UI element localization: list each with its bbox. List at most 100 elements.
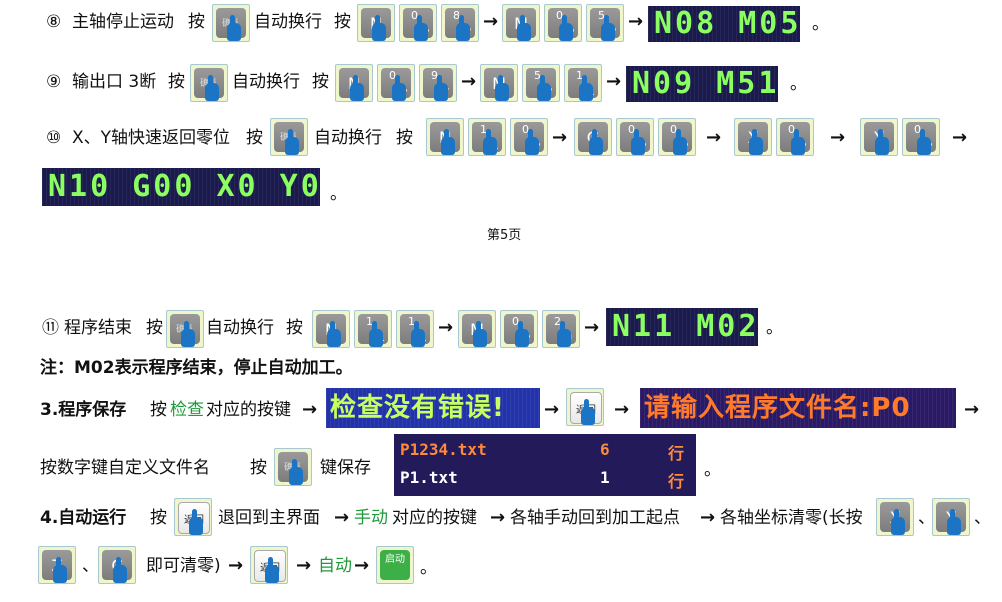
key-m[interactable]: M xyxy=(480,64,518,102)
key-5[interactable]: 5V xyxy=(522,64,560,102)
instruction-text: 对应的按键 xyxy=(206,400,291,420)
confirm-key[interactable]: 确认 xyxy=(212,4,250,42)
page-number: 第5页 xyxy=(487,228,522,243)
key-n[interactable]: N xyxy=(357,4,395,42)
key-1[interactable]: 1L xyxy=(564,64,602,102)
pointing-hand-icon xyxy=(369,321,383,347)
pointing-hand-icon xyxy=(113,557,127,583)
back-key[interactable]: 返回 xyxy=(174,498,212,536)
key-digit: 5 xyxy=(534,69,541,82)
step-number: ⑨ xyxy=(46,72,62,92)
key-1[interactable]: 1L xyxy=(354,310,392,348)
arrow-right-icon: → xyxy=(706,127,722,148)
confirm-key[interactable]: 确认 xyxy=(190,64,228,102)
key-1[interactable]: 1L xyxy=(396,310,434,348)
key-digit: 0 xyxy=(628,123,635,136)
key-0[interactable]: 0P xyxy=(544,4,582,42)
press-text: 按 xyxy=(250,458,267,478)
press-text: 按 xyxy=(286,318,303,338)
confirm-key[interactable]: 确认 xyxy=(166,310,204,348)
pointing-hand-icon xyxy=(189,509,203,535)
section-title: 3.程序保存 xyxy=(40,400,127,420)
file-line-unit: 行 xyxy=(668,444,685,463)
key-n[interactable]: N xyxy=(335,64,373,102)
press-text: 按 xyxy=(246,128,263,148)
file-line-unit: 行 xyxy=(668,472,685,491)
confirm-key[interactable]: 确认 xyxy=(274,448,312,486)
key-0[interactable]: 0P xyxy=(658,118,696,156)
pointing-hand-icon xyxy=(517,15,531,41)
key-n[interactable]: N xyxy=(426,118,464,156)
instruction-text: 退回到主界面 xyxy=(218,508,320,528)
key-g[interactable]: G xyxy=(574,118,612,156)
key-8[interactable]: 8W xyxy=(441,4,479,42)
pointing-hand-icon xyxy=(947,509,961,535)
instruction-text: 按数字键自定义文件名 xyxy=(40,458,210,478)
period: 。 xyxy=(790,74,807,94)
arrow-right-icon: → xyxy=(302,399,318,420)
key-0[interactable]: 0P xyxy=(776,118,814,156)
pointing-hand-icon xyxy=(181,321,195,347)
confirm-key[interactable]: 确认 xyxy=(270,118,308,156)
pointing-hand-icon xyxy=(495,75,509,101)
pointing-hand-icon xyxy=(350,75,364,101)
section-title: 4.自动运行 xyxy=(40,508,127,528)
back-key[interactable]: 返回 xyxy=(250,546,288,584)
key-5[interactable]: 5V xyxy=(586,4,624,42)
key-y[interactable]: Y xyxy=(932,498,970,536)
key-digit: 2 xyxy=(554,315,561,328)
key-0[interactable]: 0P xyxy=(510,118,548,156)
press-text: 按 xyxy=(312,72,329,92)
key-digit: 0 xyxy=(411,9,418,22)
pointing-hand-icon xyxy=(227,15,241,41)
start-key[interactable]: 启动 xyxy=(376,546,414,584)
key-0[interactable]: 0P xyxy=(500,310,538,348)
pointing-hand-icon xyxy=(205,75,219,101)
key-2[interactable]: 2U xyxy=(542,310,580,348)
back-key[interactable]: 返回 xyxy=(566,388,604,426)
key-0[interactable]: 0P xyxy=(616,118,654,156)
pointing-hand-icon xyxy=(917,129,931,155)
instruction-text: 各轴手动回到加工起点 xyxy=(510,508,680,528)
key-m[interactable]: M xyxy=(502,4,540,42)
arrow-right-icon: → xyxy=(228,555,244,576)
key-x[interactable]: X xyxy=(734,118,772,156)
auto-keyword: 自动 xyxy=(318,556,352,576)
step-number: ⑩ xyxy=(46,128,62,148)
key-1[interactable]: 1L xyxy=(468,118,506,156)
arrow-right-icon: → xyxy=(952,127,968,148)
arrow-right-icon: → xyxy=(438,317,454,338)
press-text: 按 xyxy=(146,318,163,338)
press-text: 按 xyxy=(150,508,167,528)
key-0[interactable]: 0P xyxy=(902,118,940,156)
key-c[interactable]: C xyxy=(98,546,136,584)
key-digit: 1 xyxy=(408,315,415,328)
key-x[interactable]: X xyxy=(876,498,914,536)
step-number: ⑪ xyxy=(42,318,59,338)
pointing-hand-icon xyxy=(631,129,645,155)
auto-newline-text: 自动换行 xyxy=(314,128,382,148)
press-text: 按 xyxy=(396,128,413,148)
instruction-text: 键保存 xyxy=(320,458,371,478)
arrow-right-icon: → xyxy=(490,507,506,528)
key-9[interactable]: 9T xyxy=(419,64,457,102)
key-y[interactable]: Y xyxy=(860,118,898,156)
key-digit: 0 xyxy=(522,123,529,136)
pointing-hand-icon xyxy=(289,459,303,485)
arrow-right-icon: → xyxy=(461,71,477,92)
period: 。 xyxy=(330,184,347,204)
pointing-hand-icon xyxy=(525,129,539,155)
file-line-count: 6 xyxy=(600,440,610,459)
key-0[interactable]: 0P xyxy=(377,64,415,102)
arrow-right-icon: → xyxy=(354,555,370,576)
key-n[interactable]: N xyxy=(312,310,350,348)
key-m[interactable]: M xyxy=(458,310,496,348)
pointing-hand-icon xyxy=(473,321,487,347)
key-digit: 0 xyxy=(556,9,563,22)
step-number: ⑧ xyxy=(46,12,62,32)
pointing-hand-icon xyxy=(581,399,595,425)
led-display: N10 G00 X0 Y0 xyxy=(42,168,320,206)
key-0[interactable]: 0P xyxy=(399,4,437,42)
key-z[interactable]: Z xyxy=(38,546,76,584)
manual-keyword: 手动 xyxy=(354,508,388,528)
